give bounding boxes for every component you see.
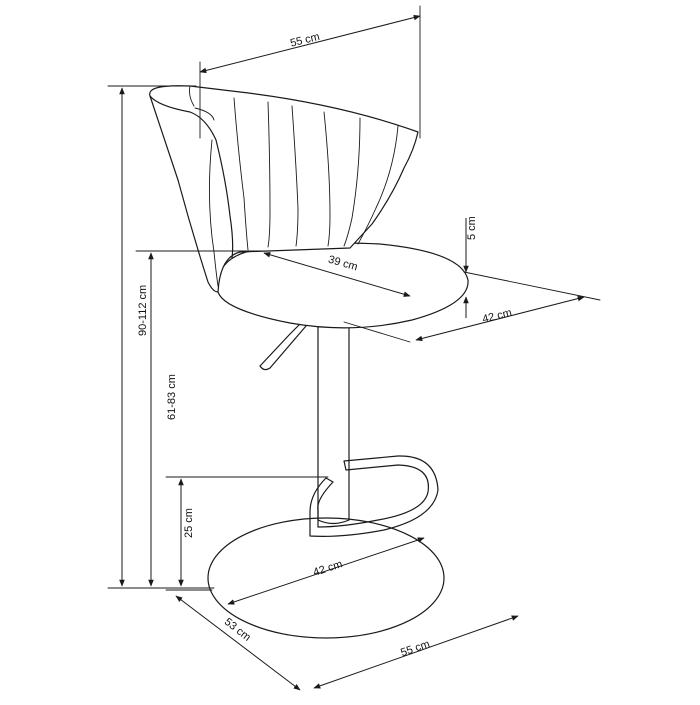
label-top-width: 55 cm [289,31,321,50]
label-seat-depth: 42 cm [481,307,513,326]
label-total-height: 90-112 cm [137,285,149,336]
label-footrest-height: 25 cm [183,508,195,538]
dim-seat-height: 61-83 cm [135,250,271,587]
seat-cushion [216,242,469,329]
height-lever [259,321,307,371]
dim-footrest-height: 25 cm [165,476,329,587]
dim-total-height: 90-112 cm [107,85,215,589]
label-seat-thickness: 5 cm [466,216,478,240]
stool-drawing [149,85,469,639]
dim-seat-thickness: 5 cm [463,216,601,318]
gas-lift-column [317,321,350,525]
backrest [149,85,419,293]
footrest-ring [309,455,439,537]
label-base-width: 55 cm [399,638,431,659]
label-seat-height: 61-83 cm [166,374,178,420]
